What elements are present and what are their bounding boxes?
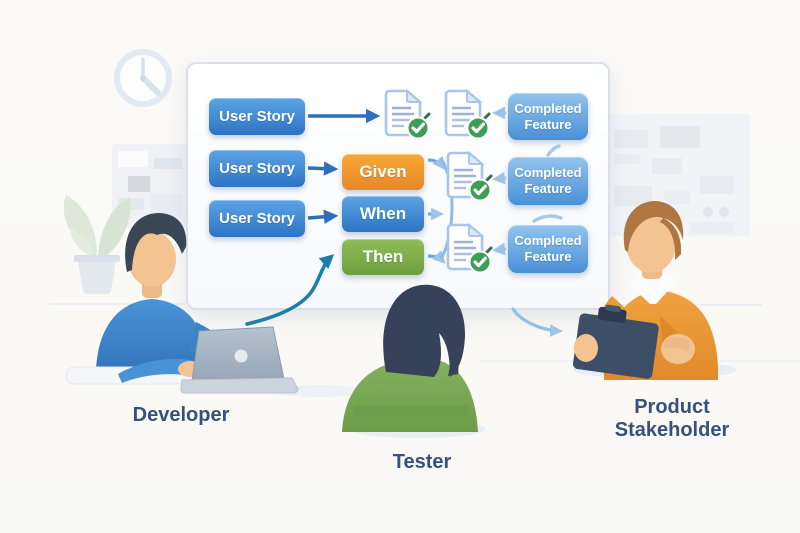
when-box: When (342, 196, 424, 232)
completed-feature-box-1: Completed Feature (508, 93, 588, 140)
clock-icon (114, 49, 172, 107)
plant-icon (63, 195, 131, 294)
arrow-cf3-to-doc (492, 242, 507, 256)
arrow-userstory3-to-when (307, 209, 339, 224)
person-tester (342, 284, 478, 432)
user-story-box-2: User Story (209, 150, 305, 187)
laptop-icon (180, 326, 299, 394)
given-box: Given (342, 154, 424, 190)
arrow-then-out (427, 250, 446, 264)
swoosh-cf1-cf2 (546, 144, 561, 157)
arrow-board-to-stakeholder (511, 307, 563, 337)
completed-feature-box-3: Completed Feature (508, 225, 588, 273)
arrow-given-out (427, 155, 446, 171)
user-story-box-3: User Story (209, 200, 305, 237)
then-box: Then (342, 239, 424, 275)
user-story-box-1: User Story (209, 98, 305, 135)
swoosh-cf2-cf3 (532, 214, 563, 223)
completed-feature-box-2: Completed Feature (508, 157, 588, 205)
tester-label: Tester (392, 451, 452, 473)
person-developer (65, 213, 299, 394)
person-stakeholder (572, 201, 718, 380)
arrow-developer-to-then (245, 254, 335, 326)
arrow-cf2-to-doc (492, 171, 507, 185)
developer-label: Developer (132, 404, 230, 426)
stakeholder-label: Product Stakeholder (614, 396, 730, 441)
arrow-userstory2-to-given (307, 161, 339, 176)
clipboard-icon (572, 304, 659, 379)
